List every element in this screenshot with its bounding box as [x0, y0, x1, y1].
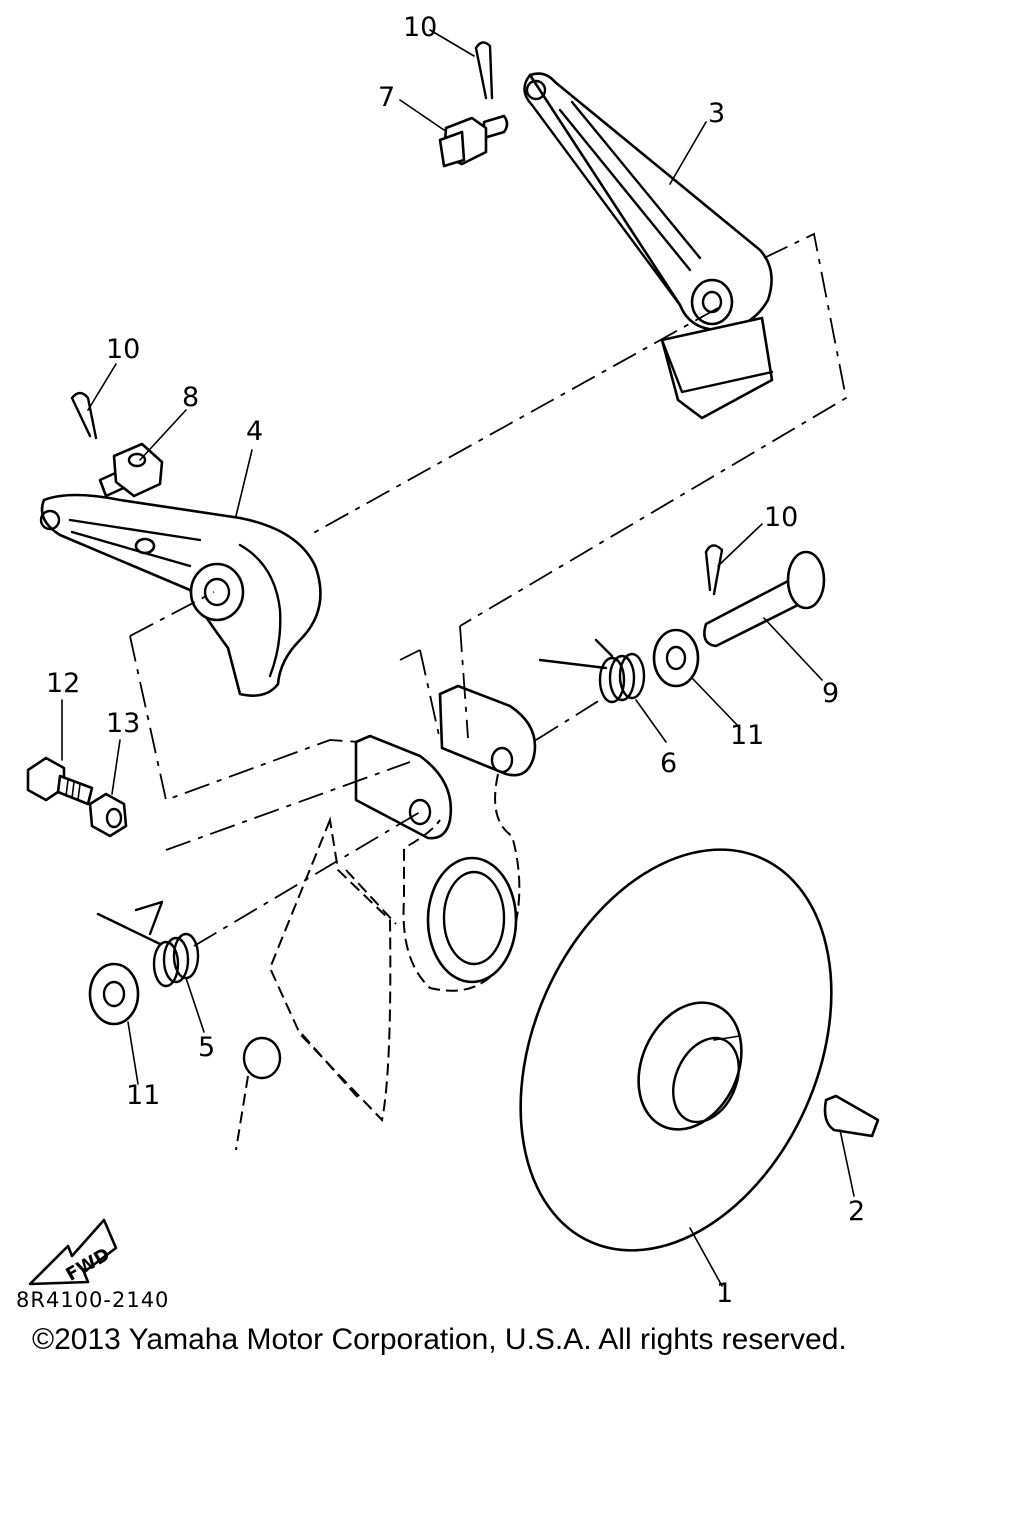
callout-10-left: 10: [106, 334, 140, 365]
cotter-pin-top: [474, 41, 494, 100]
cotter-pin-left: [70, 391, 98, 440]
callout-11-right: 11: [730, 720, 764, 751]
callout-12: 12: [46, 668, 80, 699]
pin-joint-7: [438, 114, 509, 168]
callout-2: 2: [848, 1196, 865, 1227]
bolt-12: [26, 756, 94, 806]
leader-lines: [61, 29, 855, 1287]
callout-7: 7: [378, 82, 395, 113]
callout-13: 13: [106, 708, 140, 739]
callout-5: 5: [198, 1032, 215, 1063]
callout-9: 9: [822, 678, 839, 709]
callout-10-right: 10: [764, 502, 798, 533]
callout-8: 8: [182, 382, 199, 413]
callout-10-top: 10: [403, 12, 437, 43]
washer-11-right: [652, 628, 700, 688]
drawing-code: 8R4100-2140: [16, 1288, 170, 1312]
lever-arm-4: [39, 493, 322, 697]
callout-1: 1: [716, 1278, 733, 1309]
callout-4: 4: [246, 416, 263, 447]
callout-3: 3: [708, 98, 725, 129]
nut-13: [88, 792, 128, 838]
part-callouts: 10 7 3 10 8 4 10 9 11 6 12 13 5 11 1 2: [46, 12, 865, 1309]
washer-11-left: [88, 962, 140, 1026]
key-2: [823, 1094, 880, 1138]
lever-arm-3: [523, 72, 774, 420]
pivot-pin-9: [703, 550, 826, 648]
fwd-direction-arrow: FWD: [28, 1218, 118, 1286]
housing-bracket: [235, 684, 537, 1151]
copyright-notice: ©2013 Yamaha Motor Corporation, U.S.A. A…: [32, 1323, 847, 1356]
sheave-disc-1: [519, 848, 833, 1252]
callout-11-left: 11: [126, 1080, 160, 1111]
spring-6: [538, 638, 646, 704]
cotter-pin-right: [704, 544, 724, 596]
assembly-lines: [129, 232, 848, 947]
callout-6: 6: [660, 748, 677, 779]
pin-joint-8: [98, 442, 164, 498]
